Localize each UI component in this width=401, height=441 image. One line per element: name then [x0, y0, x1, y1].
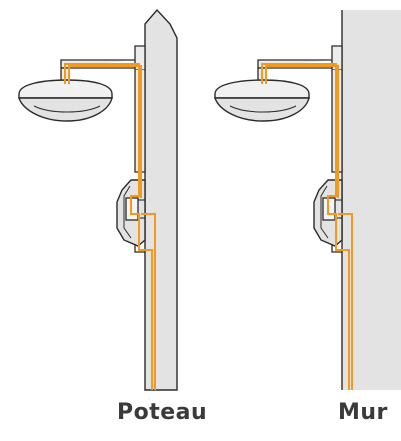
- lamp: [214, 79, 310, 122]
- caption-pole: Poteau: [117, 400, 208, 425]
- pole: [144, 8, 178, 391]
- cable: [64, 63, 156, 390]
- pole-panel: [18, 8, 178, 391]
- wall-panel: [214, 10, 401, 390]
- lower-conduit: [331, 244, 342, 253]
- lamp: [18, 79, 113, 122]
- caption-wall: Mur: [338, 400, 388, 425]
- wall: [342, 10, 401, 390]
- lower-conduit: [134, 244, 145, 253]
- cable: [261, 63, 353, 390]
